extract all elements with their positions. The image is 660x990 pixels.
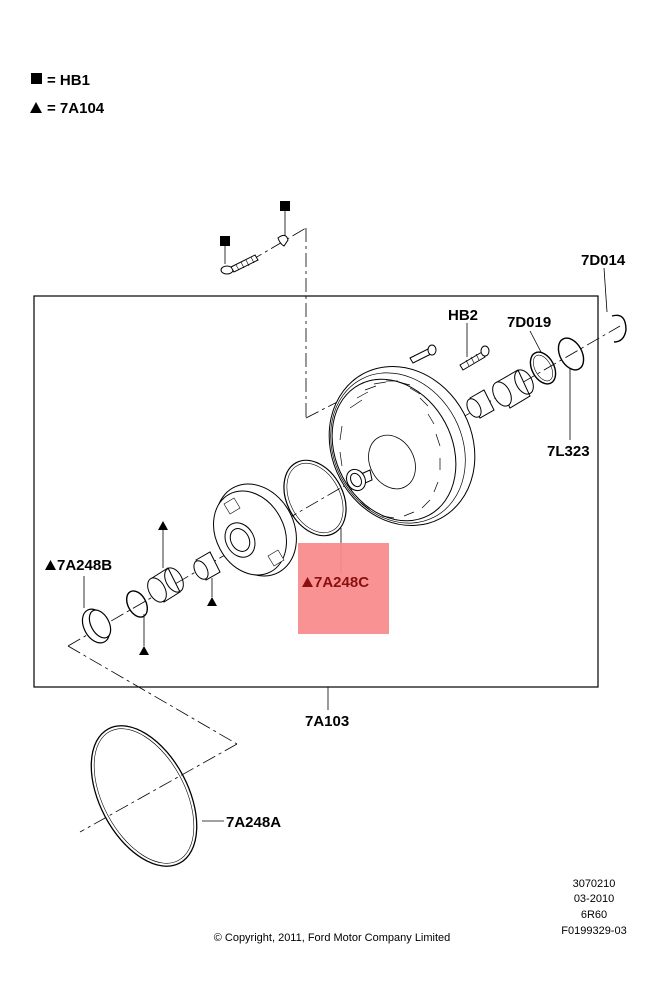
copyright: © Copyright, 2011, Ford Motor Company Li…: [214, 932, 451, 944]
seal-7a248b-icon: [81, 608, 112, 644]
snap-ring-7d014-icon: [611, 314, 627, 343]
label-7d014: 7D014: [581, 252, 626, 269]
doc-model: 6R60: [581, 909, 607, 921]
label-7d019: 7D019: [507, 314, 551, 331]
pump-body-icon: [328, 365, 476, 527]
highlight-box: [298, 543, 389, 634]
hb1-marker-icon: [280, 201, 290, 211]
triangle-symbol-icon: [30, 102, 42, 113]
triangle-marker-icon: [207, 597, 217, 606]
label-7a248b: 7A248B: [57, 557, 112, 574]
label-7a248c: 7A248C: [314, 574, 369, 591]
bushing-small-icon: [193, 551, 221, 581]
label-hb2: HB2: [448, 307, 478, 324]
assembly-frame: [33, 295, 599, 688]
bolt-hb1-icon: [220, 234, 289, 275]
large-o-ring-7a248a-icon: [90, 725, 198, 867]
label-7a103: 7A103: [305, 713, 349, 730]
hb1-marker-icon: [220, 236, 230, 246]
square-symbol-icon: [31, 73, 42, 84]
seal-ring-7l323-icon: [557, 337, 585, 371]
doc-number: 3070210: [573, 878, 616, 890]
seal-ring-7a104-icon: [147, 567, 184, 603]
label-7l323: 7L323: [547, 443, 590, 460]
legend-7a104-text: = 7A104: [47, 100, 105, 117]
triangle-marker-icon: [158, 521, 168, 530]
seal-ring-small-icon: [125, 590, 149, 618]
triangle-symbol-icon: [302, 577, 313, 587]
bushing-icon: [466, 369, 534, 419]
seal-ring-7d019-icon: [529, 351, 557, 385]
o-ring-7a248c-icon: [283, 459, 347, 537]
legend-hb1-text: = HB1: [47, 72, 90, 89]
pump-cover-icon: [213, 483, 297, 577]
figure-id: F0199329-03: [561, 925, 626, 937]
bolt-hb2-icon: [409, 344, 490, 371]
triangle-marker-icon: [139, 646, 149, 655]
triangle-symbol-icon: [45, 560, 56, 570]
doc-date: 03-2010: [574, 893, 614, 905]
label-7a248a: 7A248A: [226, 814, 281, 831]
